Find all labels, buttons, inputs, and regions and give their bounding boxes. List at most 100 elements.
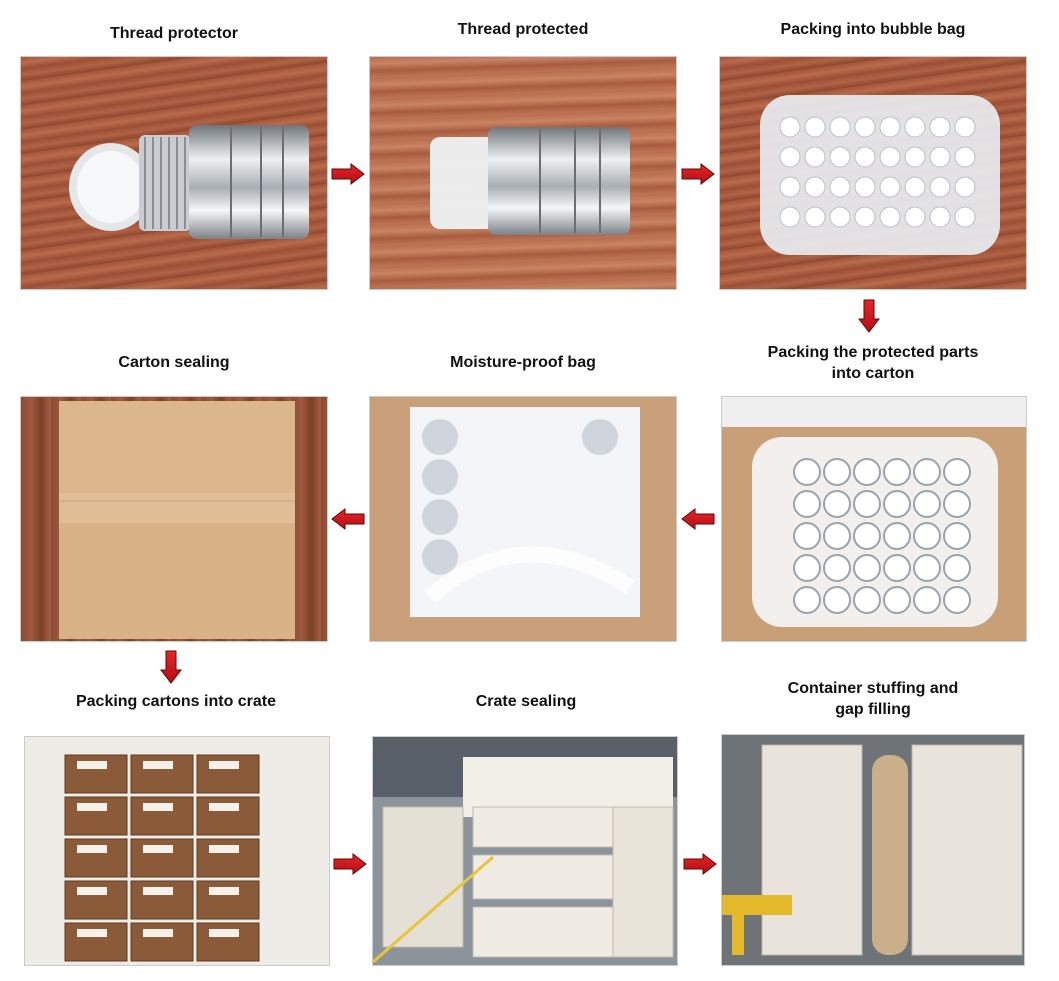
photo-thread-protector bbox=[20, 56, 328, 290]
step-moisture-proof-bag: Moisture-proof bag bbox=[369, 352, 677, 644]
roll bbox=[793, 586, 821, 614]
carton-box bbox=[130, 838, 194, 878]
carton-label bbox=[209, 845, 239, 853]
carton-label bbox=[209, 887, 239, 895]
roll bbox=[913, 522, 941, 550]
arrow-down-icon bbox=[858, 299, 880, 333]
carton-box bbox=[64, 754, 128, 794]
carton-box bbox=[130, 922, 194, 962]
arrow-left-icon bbox=[331, 508, 365, 530]
arrow-right-icon bbox=[331, 163, 365, 185]
roll bbox=[883, 522, 911, 550]
carton-box bbox=[196, 880, 260, 920]
step-packing-cartons-into-crate: Packing cartons into crate bbox=[20, 690, 332, 970]
roll bbox=[883, 458, 911, 486]
arrow-right-icon bbox=[683, 853, 717, 875]
roll bbox=[913, 458, 941, 486]
roll bbox=[823, 554, 851, 582]
step-bubble-bag: Packing into bubble bag bbox=[719, 16, 1027, 292]
roll bbox=[793, 490, 821, 518]
moisture-bag-illustration bbox=[370, 397, 676, 641]
roll bbox=[793, 554, 821, 582]
step-thread-protected: Thread protected bbox=[369, 16, 677, 292]
arrow-right-icon bbox=[333, 853, 367, 875]
step-label: Container stuffing and gap filling bbox=[787, 680, 959, 718]
carton-box bbox=[196, 796, 260, 836]
carton-label bbox=[143, 845, 173, 853]
carton-box bbox=[64, 838, 128, 878]
container-illustration bbox=[722, 735, 1024, 965]
roll bbox=[823, 586, 851, 614]
carton-rolls-illustration bbox=[722, 397, 1026, 641]
carton-box bbox=[130, 754, 194, 794]
bubble-bag-illustration bbox=[760, 95, 1000, 255]
thread-protector-illustration bbox=[69, 125, 309, 239]
roll bbox=[823, 522, 851, 550]
roll bbox=[853, 586, 881, 614]
roll bbox=[853, 458, 881, 486]
photo-bubble-bag bbox=[719, 56, 1027, 290]
thread-protected-illustration bbox=[430, 127, 630, 235]
photo-container-stuffing bbox=[721, 734, 1025, 966]
roll bbox=[823, 490, 851, 518]
roll bbox=[883, 586, 911, 614]
step-label: Thread protected bbox=[457, 21, 589, 38]
step-packing-into-carton: Packing the protected parts into carton bbox=[719, 342, 1027, 644]
step-label: Packing the protected parts into carton bbox=[767, 344, 979, 382]
arrow-left-icon bbox=[681, 508, 715, 530]
roll bbox=[853, 490, 881, 518]
carton-box bbox=[196, 754, 260, 794]
step-label: Carton sealing bbox=[118, 354, 230, 371]
roll bbox=[853, 522, 881, 550]
roll bbox=[943, 586, 971, 614]
carton-label bbox=[77, 761, 107, 769]
carton-label bbox=[77, 803, 107, 811]
photo-packing-into-carton bbox=[721, 396, 1027, 642]
photo-packing-cartons-into-crate bbox=[24, 736, 330, 966]
roll bbox=[943, 554, 971, 582]
carton-box bbox=[64, 880, 128, 920]
carton-label bbox=[209, 761, 239, 769]
step-label: Moisture-proof bag bbox=[450, 354, 596, 371]
step-label: Crate sealing bbox=[475, 693, 577, 710]
carton-label bbox=[77, 887, 107, 895]
roll bbox=[853, 554, 881, 582]
photo-moisture-proof-bag bbox=[369, 396, 677, 642]
roll bbox=[883, 490, 911, 518]
step-carton-sealing: Carton sealing bbox=[20, 352, 328, 644]
roll bbox=[913, 490, 941, 518]
carton-box bbox=[130, 796, 194, 836]
arrow-down-icon bbox=[160, 650, 182, 684]
crates-warehouse-illustration bbox=[373, 737, 677, 965]
step-label: Packing cartons into crate bbox=[75, 693, 277, 710]
step-thread-protector: Thread protector bbox=[20, 20, 328, 292]
carton-label bbox=[209, 929, 239, 937]
roll bbox=[823, 458, 851, 486]
photo-carton-sealing bbox=[20, 396, 328, 642]
roll bbox=[793, 458, 821, 486]
carton-box bbox=[64, 922, 128, 962]
carton-label bbox=[143, 803, 173, 811]
step-crate-sealing: Crate sealing bbox=[372, 690, 680, 970]
roll bbox=[883, 554, 911, 582]
step-label: Packing into bubble bag bbox=[780, 21, 966, 38]
carton-label bbox=[143, 887, 173, 895]
carton-sealing-illustration bbox=[59, 401, 295, 639]
roll bbox=[943, 522, 971, 550]
carton-label bbox=[143, 929, 173, 937]
carton-box bbox=[130, 880, 194, 920]
photo-crate-sealing bbox=[372, 736, 678, 966]
roll bbox=[913, 586, 941, 614]
carton-label bbox=[209, 803, 239, 811]
carton-label bbox=[77, 845, 107, 853]
carton-box bbox=[196, 922, 260, 962]
carton-box bbox=[196, 838, 260, 878]
arrow-right-icon bbox=[681, 163, 715, 185]
carton-label bbox=[77, 929, 107, 937]
step-container-stuffing: Container stuffing and gap filling bbox=[719, 678, 1027, 970]
photo-thread-protected bbox=[369, 56, 677, 290]
step-label: Thread protector bbox=[109, 25, 238, 42]
cartons-in-crate-illustration bbox=[25, 737, 329, 965]
roll bbox=[943, 490, 971, 518]
carton-box bbox=[64, 796, 128, 836]
